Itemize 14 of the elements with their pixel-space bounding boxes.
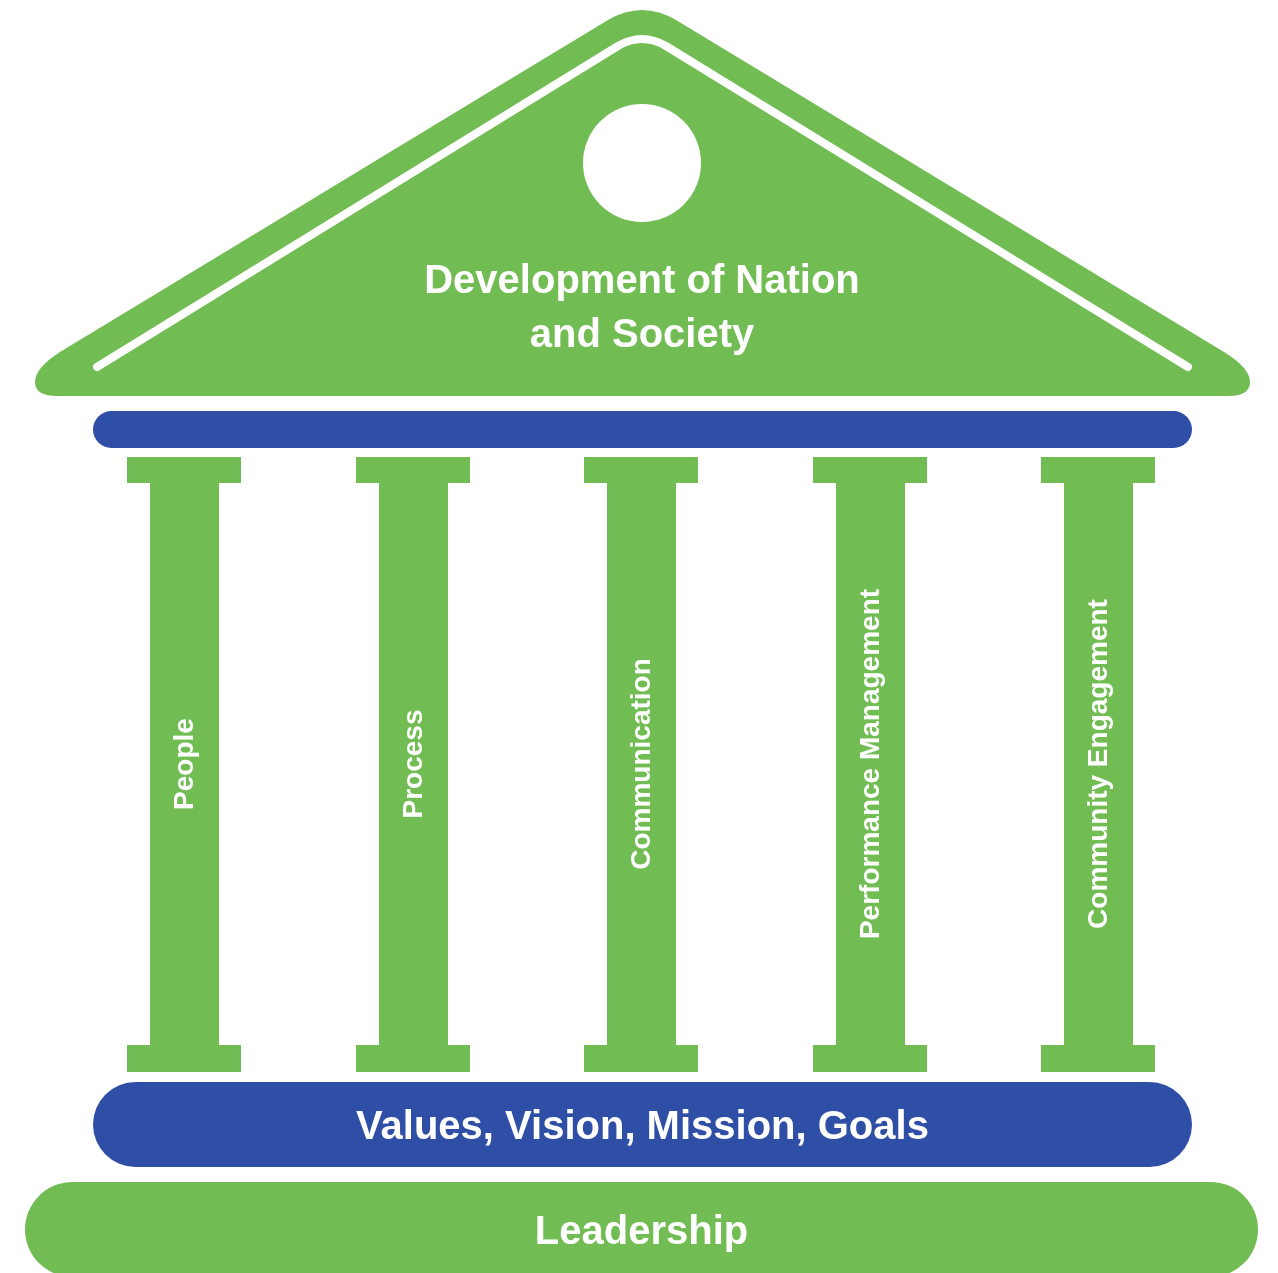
pillar-label: Performance Management [854,588,886,940]
pillar [356,457,470,1072]
foundation-label: Values, Vision, Mission, Goals [356,1102,929,1147]
pillar-label: People [168,718,200,810]
beam-bar [93,411,1192,448]
pillar [1041,457,1155,1072]
pillar [584,457,698,1072]
pillar-label: Process [397,709,429,819]
pillar [127,457,241,1072]
roof-title: Development of Nation and Society [423,256,861,357]
pillar [813,457,927,1072]
pillar-label: Communication [625,658,657,870]
pillar-label: Community Engagement [1082,599,1114,929]
base-label: Leadership [534,1207,749,1252]
